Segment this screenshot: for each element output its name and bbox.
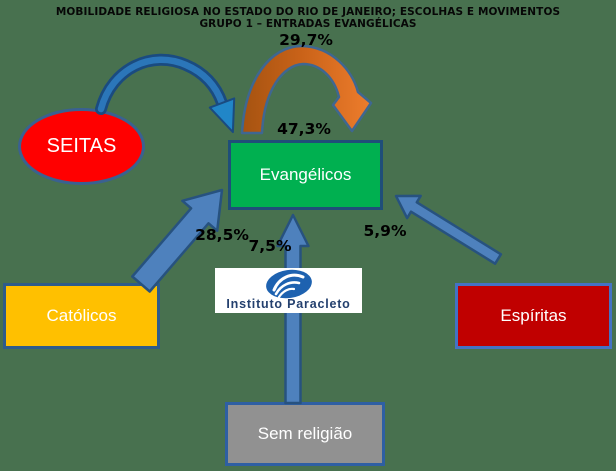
node-espiritas-label: Espíritas — [500, 306, 567, 325]
seitas-arrow-curve-border — [95, 53, 228, 115]
slide-title-line1: MOBILIDADE RELIGIOSA NO ESTADO DO RIO DE… — [55, 6, 561, 18]
node-evangelicos: Evangélicos — [228, 140, 383, 210]
instituto-paracleto-logo-text: Instituto Paracleto — [226, 297, 351, 311]
label-sem-religiao-arrow-pct: 7,5% — [248, 237, 292, 255]
label-espiritas-arrow-pct: 5,9% — [363, 222, 407, 240]
instituto-paracleto-logo-icon — [266, 269, 312, 299]
label-seitas-arrow-pct: 47,3% — [277, 120, 331, 138]
label-evangelicos-loop-pct: 29,7% — [279, 31, 333, 49]
seitas-arrow-curve — [97, 56, 226, 113]
node-sem-religiao: Sem religião — [225, 402, 385, 466]
instituto-paracleto-logo: Instituto Paracleto — [215, 268, 362, 313]
node-sem-religiao-label: Sem religião — [257, 424, 353, 443]
node-espiritas: Espíritas — [455, 283, 612, 349]
node-seitas-label: SEITAS — [46, 135, 117, 157]
node-catolicos-label: Católicos — [46, 306, 117, 325]
slide-title-line2: GRUPO 1 – ENTRADAS EVANGÉLICAS — [199, 18, 417, 30]
node-evangelicos-label: Evangélicos — [259, 165, 352, 184]
node-catolicos: Católicos — [3, 283, 160, 349]
seitas-arrow-head — [208, 97, 236, 134]
node-seitas: SEITAS — [18, 108, 145, 185]
